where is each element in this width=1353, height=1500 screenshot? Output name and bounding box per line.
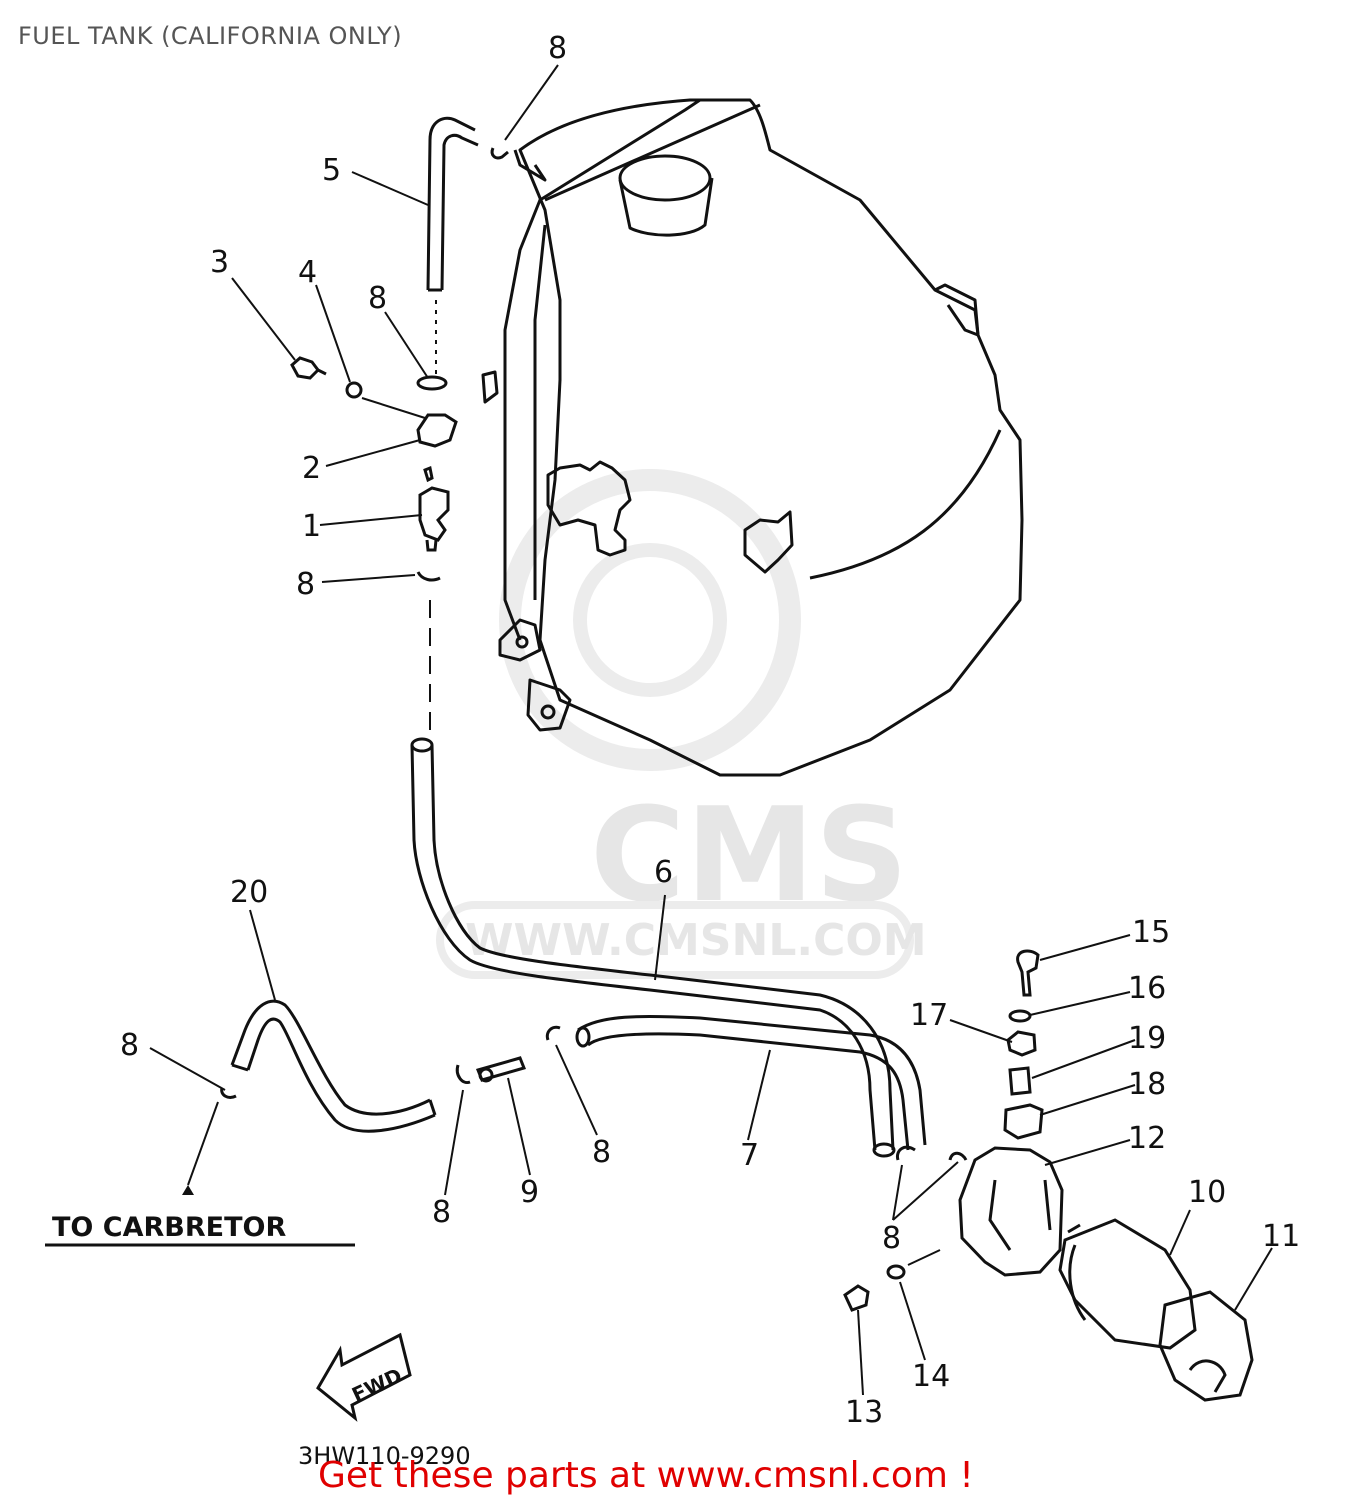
callout-8: 8 — [882, 1221, 901, 1256]
callout-8: 8 — [368, 281, 387, 316]
part-13-bolt — [843, 1284, 870, 1312]
fuel-pump-assembly — [843, 949, 1254, 1402]
part-8-clamp-top — [490, 147, 509, 160]
part-8-clamp-joint-right — [545, 1025, 561, 1041]
callout-10: 10 — [1188, 1175, 1226, 1210]
callout-18: 18 — [1128, 1067, 1166, 1102]
page-title: FUEL TANK (CALIFORNIA ONLY) — [18, 22, 403, 50]
part-1-valve — [418, 486, 450, 542]
fwd-arrow: FWD — [316, 1332, 412, 1422]
part-6-hose — [410, 737, 896, 1158]
part-8-clamp-carb — [220, 1087, 237, 1099]
callout-2: 2 — [302, 451, 321, 486]
callout-17: 17 — [910, 998, 948, 1033]
fuel-tank — [481, 98, 1024, 777]
callouts: 8 5 3 4 8 2 1 8 6 20 8 8 9 8 7 15 16 17 … — [120, 31, 1300, 1430]
callout-4: 4 — [298, 255, 317, 290]
callout-1: 1 — [302, 509, 321, 544]
part-11-cover — [1158, 1290, 1254, 1402]
part-20-hose — [230, 999, 437, 1133]
callout-11: 11 — [1262, 1219, 1300, 1254]
part-19-collar — [1008, 1066, 1032, 1096]
callout-8: 8 — [296, 567, 315, 602]
part-9-joint — [475, 1056, 527, 1083]
part-8-clamp-pump-left — [895, 1145, 916, 1161]
part-4-washer — [345, 381, 363, 399]
part-18-damper — [1003, 1103, 1044, 1140]
part-7-hose — [575, 1014, 927, 1151]
callout-13: 13 — [845, 1395, 883, 1430]
fuel-cock-assembly — [290, 356, 458, 582]
callout-19: 19 — [1128, 1021, 1166, 1056]
footer-link-text[interactable]: Get these parts at www.cmsnl.com ! — [318, 1455, 974, 1496]
part-3-screw — [290, 356, 320, 380]
part-17-grommet — [1006, 1030, 1037, 1057]
watermark: CMS WWW.CMSNL.COM — [436, 469, 927, 979]
part-5-hose — [426, 116, 479, 292]
callout-8: 8 — [432, 1195, 451, 1230]
part-8-clamp-pump-right — [948, 1151, 968, 1161]
part-14-washer — [886, 1264, 906, 1280]
callout-12: 12 — [1128, 1121, 1166, 1156]
callout-5: 5 — [322, 153, 341, 188]
callout-15: 15 — [1132, 915, 1170, 950]
watermark-url: WWW.CMSNL.COM — [465, 915, 927, 966]
arrow-to-carburetor — [182, 1185, 194, 1195]
part-8-oring — [416, 375, 448, 391]
leader-lines — [149, 64, 1273, 1396]
callout-9: 9 — [520, 1175, 539, 1210]
part-15-bolt — [1016, 949, 1040, 997]
part-16-washer — [1008, 1009, 1032, 1023]
part-8-clamp-mid — [416, 571, 441, 582]
callout-3: 3 — [210, 245, 229, 280]
callout-8: 8 — [548, 31, 567, 66]
callout-16: 16 — [1128, 971, 1166, 1006]
callout-14: 14 — [912, 1359, 950, 1394]
callout-7: 7 — [740, 1138, 759, 1173]
part-8-clamp-joint-left — [455, 1064, 471, 1085]
fwd-label: FWD — [348, 1363, 406, 1407]
callout-20: 20 — [230, 875, 268, 910]
callout-6: 6 — [654, 855, 673, 890]
part-12-bracket — [958, 1146, 1064, 1277]
part-10-pump — [1058, 1218, 1197, 1350]
part-2-holder — [416, 413, 458, 448]
guide-line-vertical — [429, 300, 437, 740]
diagram-code: 3HW110-9290 — [298, 1442, 471, 1470]
callout-8: 8 — [120, 1028, 139, 1063]
callout-8: 8 — [592, 1135, 611, 1170]
to-carburetor-label: TO CARBRETOR — [52, 1212, 286, 1243]
